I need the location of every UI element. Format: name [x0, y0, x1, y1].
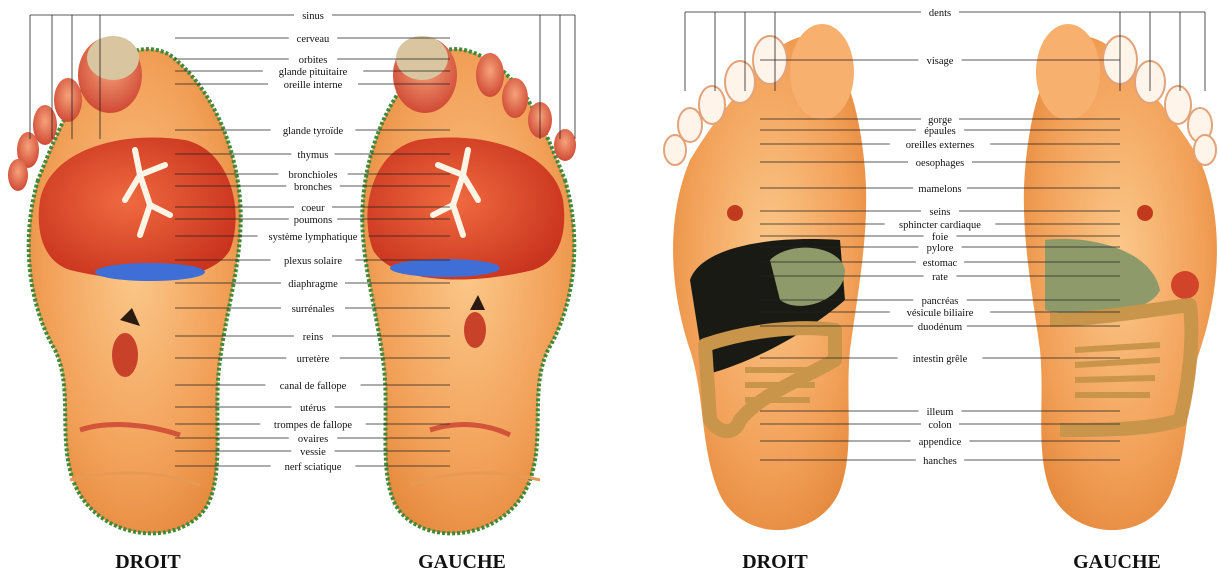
organ-label: gorge — [928, 115, 952, 126]
organ-label: oreille interne — [284, 80, 343, 91]
foot-caption: GAUCHE — [418, 551, 506, 573]
organ-label: plexus solaire — [284, 256, 342, 267]
organ-label: surrénales — [292, 304, 335, 315]
organ-label: estomac — [923, 258, 958, 269]
foot-caption: DROIT — [115, 551, 181, 573]
foot-caption: DROIT — [742, 551, 808, 573]
organ-label: canal de fallope — [280, 381, 347, 392]
organ-label: sphincter cardiaque — [899, 220, 981, 231]
organ-label: duodénum — [918, 322, 962, 333]
organ-label: épaules — [924, 126, 956, 137]
organ-label: cerveau — [297, 34, 330, 45]
organ-label: appendice — [919, 437, 962, 448]
organ-label: reins — [303, 332, 323, 343]
organ-label: système lymphatique — [269, 232, 358, 243]
organ-label: coeur — [301, 203, 325, 214]
organ-label: vésicule biliaire — [907, 308, 974, 319]
organ-label: foie — [932, 232, 949, 243]
organ-label: sinus — [302, 11, 324, 22]
organ-label: oreilles externes — [906, 140, 975, 151]
organ-label: ovaires — [298, 434, 328, 445]
organ-label: orbites — [299, 55, 328, 66]
organ-label: colon — [928, 420, 952, 431]
foot-caption: GAUCHE — [1073, 551, 1161, 573]
right-foot-right-sole — [664, 24, 866, 530]
organ-label: glande pituitaire — [279, 67, 348, 78]
left-foot-right-sole — [8, 36, 241, 533]
organ-label: urretère — [297, 354, 330, 365]
organ-label: dents — [929, 8, 951, 19]
organ-label: diaphragme — [288, 279, 338, 290]
organ-label: seins — [930, 207, 951, 218]
foot-captions: DROIT GAUCHE DROIT GAUCHE — [115, 551, 1161, 573]
organ-label: utérus — [300, 403, 326, 414]
right-foot-left-sole — [1024, 24, 1217, 530]
organ-label: glande tyroïde — [283, 126, 344, 137]
organ-label: bronches — [294, 182, 332, 193]
organ-label: oesophages — [916, 158, 964, 169]
organ-label: vessie — [300, 447, 326, 458]
organ-label: pancréas — [922, 296, 959, 307]
organ-label: poumons — [294, 215, 333, 226]
organ-label: hanches — [923, 456, 957, 467]
organ-label: visage — [927, 56, 954, 67]
organ-label: trompes de fallope — [274, 420, 352, 431]
organ-label: intestin grêle — [913, 354, 968, 365]
left-foot-left-sole — [362, 36, 576, 533]
organ-label: pylore — [927, 243, 954, 254]
organ-label: mamelons — [918, 184, 961, 195]
organ-label: bronchioles — [289, 170, 338, 181]
organ-label: nerf sciatique — [285, 462, 342, 473]
organ-label: illeum — [927, 407, 954, 418]
organ-label: thymus — [298, 150, 329, 161]
organ-label: rate — [932, 272, 948, 283]
